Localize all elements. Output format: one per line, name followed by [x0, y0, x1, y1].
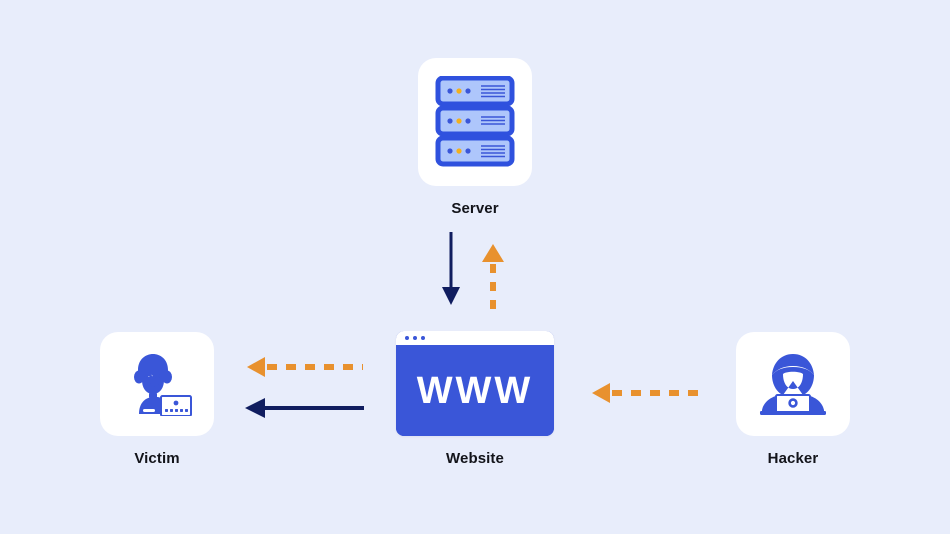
victim-person-laptop-icon [134, 354, 192, 416]
victim-card [100, 332, 214, 436]
arrow-website-to-victim-solid [245, 398, 364, 418]
node-website[interactable]: WWW Website [396, 331, 554, 467]
node-label-hacker: Hacker [767, 450, 819, 467]
www-text: WWW [416, 369, 534, 412]
node-victim[interactable]: Victim [100, 332, 214, 467]
browser-dot-3 [421, 336, 425, 340]
server-rack-icon [435, 76, 515, 167]
hacker-hooded-laptop-icon [760, 354, 826, 415]
browser-dot-1 [405, 336, 409, 340]
node-label-victim: Victim [134, 450, 180, 467]
node-hacker[interactable]: Hacker [736, 332, 850, 467]
hacker-card [736, 332, 850, 436]
arrow-website-to-victim-dashed [247, 357, 363, 377]
browser-dot-2 [413, 336, 417, 340]
browser-viewport: WWW [396, 345, 554, 436]
server-card [418, 58, 532, 186]
browser-titlebar [396, 331, 554, 345]
arrow-server-to-website [442, 232, 460, 305]
browser-window-icon: WWW [396, 331, 554, 436]
arrow-website-to-server [482, 244, 504, 310]
arrow-hacker-to-website [592, 383, 702, 403]
node-label-website: Website [446, 450, 504, 467]
node-label-server: Server [451, 200, 499, 217]
node-server[interactable]: Server [418, 58, 532, 217]
